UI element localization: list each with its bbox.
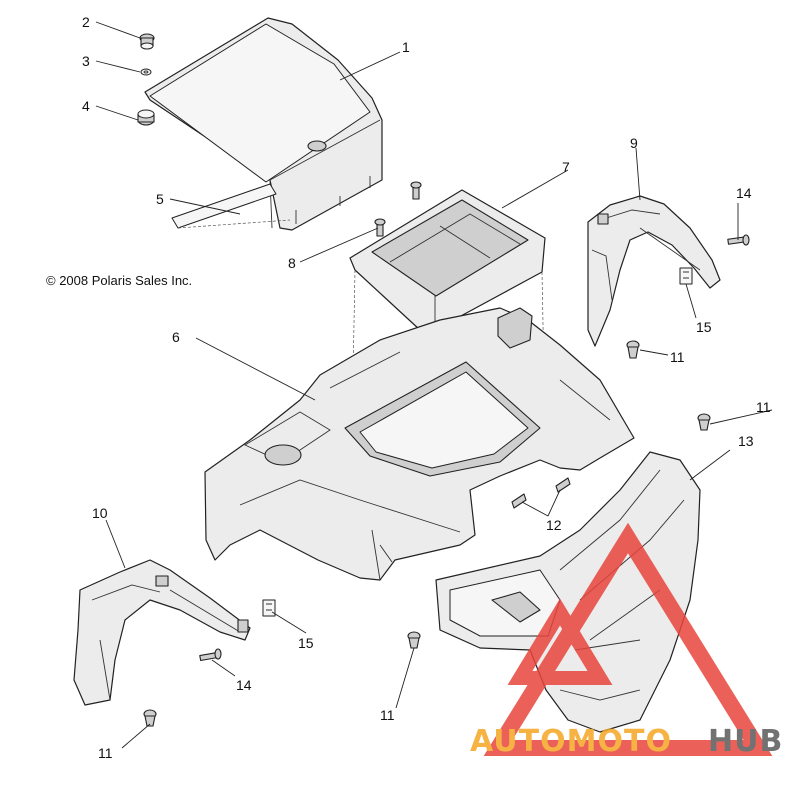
part-bolt-8 <box>374 218 386 237</box>
callout-11-upper-right: 11 <box>670 349 685 365</box>
fastener-11-upper-right <box>626 340 640 359</box>
callout-labels: 2 3 4 5 1 6 7 8 9 10 14 15 11 11 13 12 1… <box>82 14 771 761</box>
part-seal-strip <box>171 183 291 229</box>
fastener-11-middle-right <box>697 413 711 431</box>
callout-5: 5 <box>156 191 164 207</box>
copyright-text: © 2008 Polaris Sales Inc. <box>46 273 192 288</box>
watermark-text-hub: HUB <box>708 724 783 759</box>
screw-12 <box>511 477 571 509</box>
fastener-11-bottom-center <box>407 631 421 649</box>
part-fender-left <box>73 559 251 706</box>
callout-9: 9 <box>630 135 638 151</box>
bolt-14-right <box>727 234 750 246</box>
callout-14-right: 14 <box>736 185 752 201</box>
bolt-14-left <box>199 648 222 662</box>
callout-13: 13 <box>738 433 754 449</box>
callout-1: 1 <box>402 39 410 55</box>
watermark-triangle-inner-icon <box>507 598 613 685</box>
watermark-logo: AUTOMOTO HUB <box>470 522 783 759</box>
callout-11-bottom-center: 11 <box>380 707 395 723</box>
watermark-triangle-icon <box>483 522 773 756</box>
callout-11-middle-right: 11 <box>756 399 771 415</box>
part-washer <box>140 68 152 76</box>
watermark-text-automoto: AUTOMOTO <box>470 724 672 759</box>
part-storage-box <box>349 189 546 331</box>
fastener-11-bottom-left <box>143 709 157 727</box>
callout-7: 7 <box>562 159 570 175</box>
clip-15-left <box>262 599 276 617</box>
callout-4: 4 <box>82 98 90 114</box>
part-fender-right <box>587 195 721 347</box>
callout-12: 12 <box>546 517 562 533</box>
part-lid <box>144 17 383 231</box>
callout-8: 8 <box>288 255 296 271</box>
alignment-line <box>351 269 356 431</box>
clip-15-right <box>679 267 693 285</box>
callout-14-left: 14 <box>236 677 252 693</box>
callout-11-bottom-left: 11 <box>98 745 113 761</box>
part-grommet <box>137 109 155 126</box>
part-body-panel <box>204 307 635 581</box>
part-front-rack <box>435 451 701 733</box>
callout-10: 10 <box>92 505 108 521</box>
part-knob <box>139 33 155 50</box>
callout-15-left: 15 <box>298 635 314 651</box>
callout-15-right: 15 <box>696 319 712 335</box>
leader-lines <box>95 21 773 749</box>
part-bolt-top <box>410 181 422 200</box>
callout-6: 6 <box>172 329 180 345</box>
callout-2: 2 <box>82 14 90 30</box>
callout-3: 3 <box>82 53 90 69</box>
